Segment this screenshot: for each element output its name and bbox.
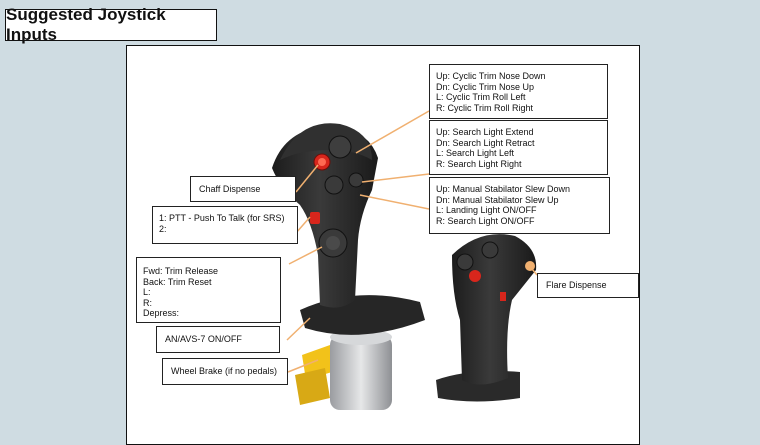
- stick-base-flare: [300, 295, 425, 335]
- anavs-label: AN/AVS-7 ON/OFF: [156, 326, 280, 353]
- joystick-illustration: [272, 110, 538, 410]
- flare-dispense-label: Flare Dispense: [537, 273, 639, 298]
- leader-lines: [286, 110, 538, 373]
- base-chrome-collar: [330, 335, 392, 410]
- search-light-label: Up: Search Light Extend Dn: Search Light…: [429, 120, 608, 175]
- stabilator-label: Up: Manual Stabilator Slew Down Dn: Manu…: [429, 177, 610, 234]
- main-joystick: [272, 123, 425, 410]
- page-title: Suggested Joystick Inputs: [5, 5, 217, 44]
- secondary-stick: [436, 220, 537, 402]
- wheel-brake-label: Wheel Brake (if no pedals): [162, 358, 288, 385]
- hat-top-left: [328, 135, 352, 159]
- cyclic-trim-label: Up: Cyclic Trim Nose Down Dn: Cyclic Tri…: [429, 64, 608, 119]
- ptt-label: 1: PTT - Push To Talk (for SRS) 2:: [152, 206, 298, 244]
- stick-grip: [272, 126, 378, 308]
- trim-label: Fwd: Trim Release Back: Trim Reset L: R:…: [136, 257, 281, 323]
- hat-mid: [324, 175, 344, 195]
- chaff-dispense-label: Chaff Dispense: [190, 176, 296, 202]
